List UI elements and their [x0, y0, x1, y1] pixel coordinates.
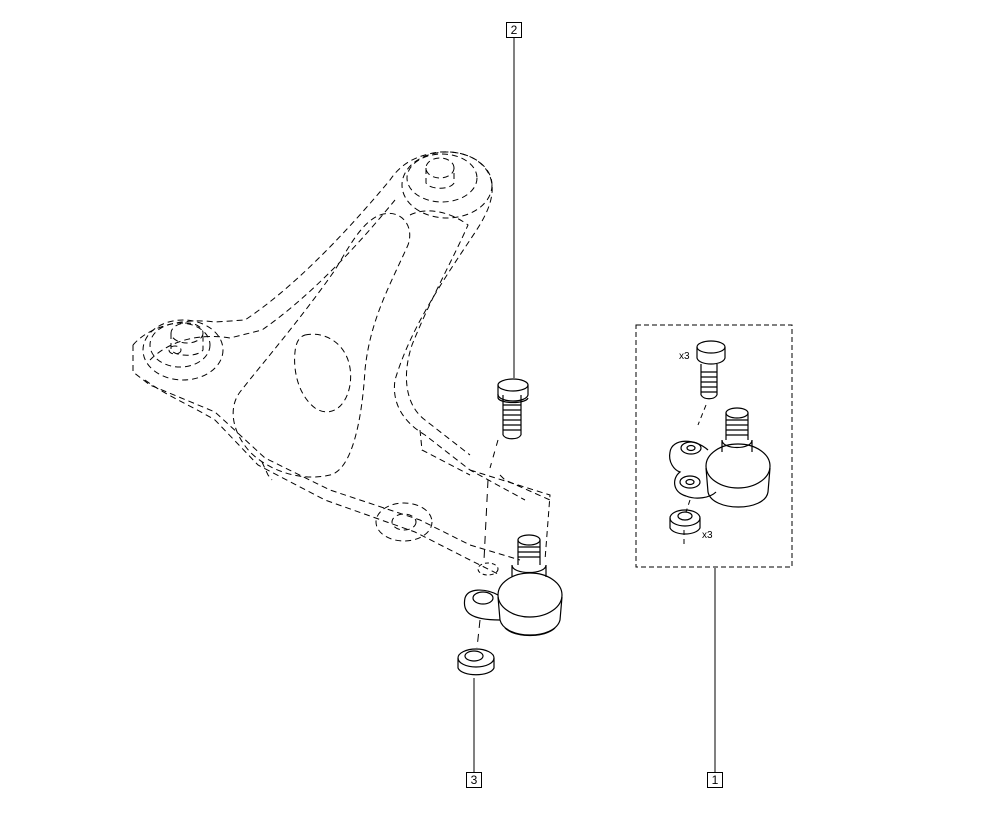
- kit-bolt-quantity: x3: [679, 351, 690, 362]
- leader-lines: [473, 38, 716, 772]
- callout-3: 3: [466, 772, 482, 788]
- lower-control-arm: [132, 151, 551, 576]
- nut-3: [457, 648, 495, 676]
- assembly-axis: [476, 439, 499, 649]
- kit-nut: [669, 509, 701, 535]
- kit-bolt: [696, 340, 726, 400]
- kit-ball-joint: [669, 407, 771, 508]
- ball-joint-installed: [463, 534, 563, 637]
- callout-2: 2: [506, 22, 522, 38]
- callout-1: 1: [707, 772, 723, 788]
- bolt-2: [497, 378, 529, 440]
- kit-box-outline: [635, 324, 793, 568]
- flange-hole-ghost: [477, 562, 499, 576]
- kit-nut-quantity: x3: [702, 530, 713, 541]
